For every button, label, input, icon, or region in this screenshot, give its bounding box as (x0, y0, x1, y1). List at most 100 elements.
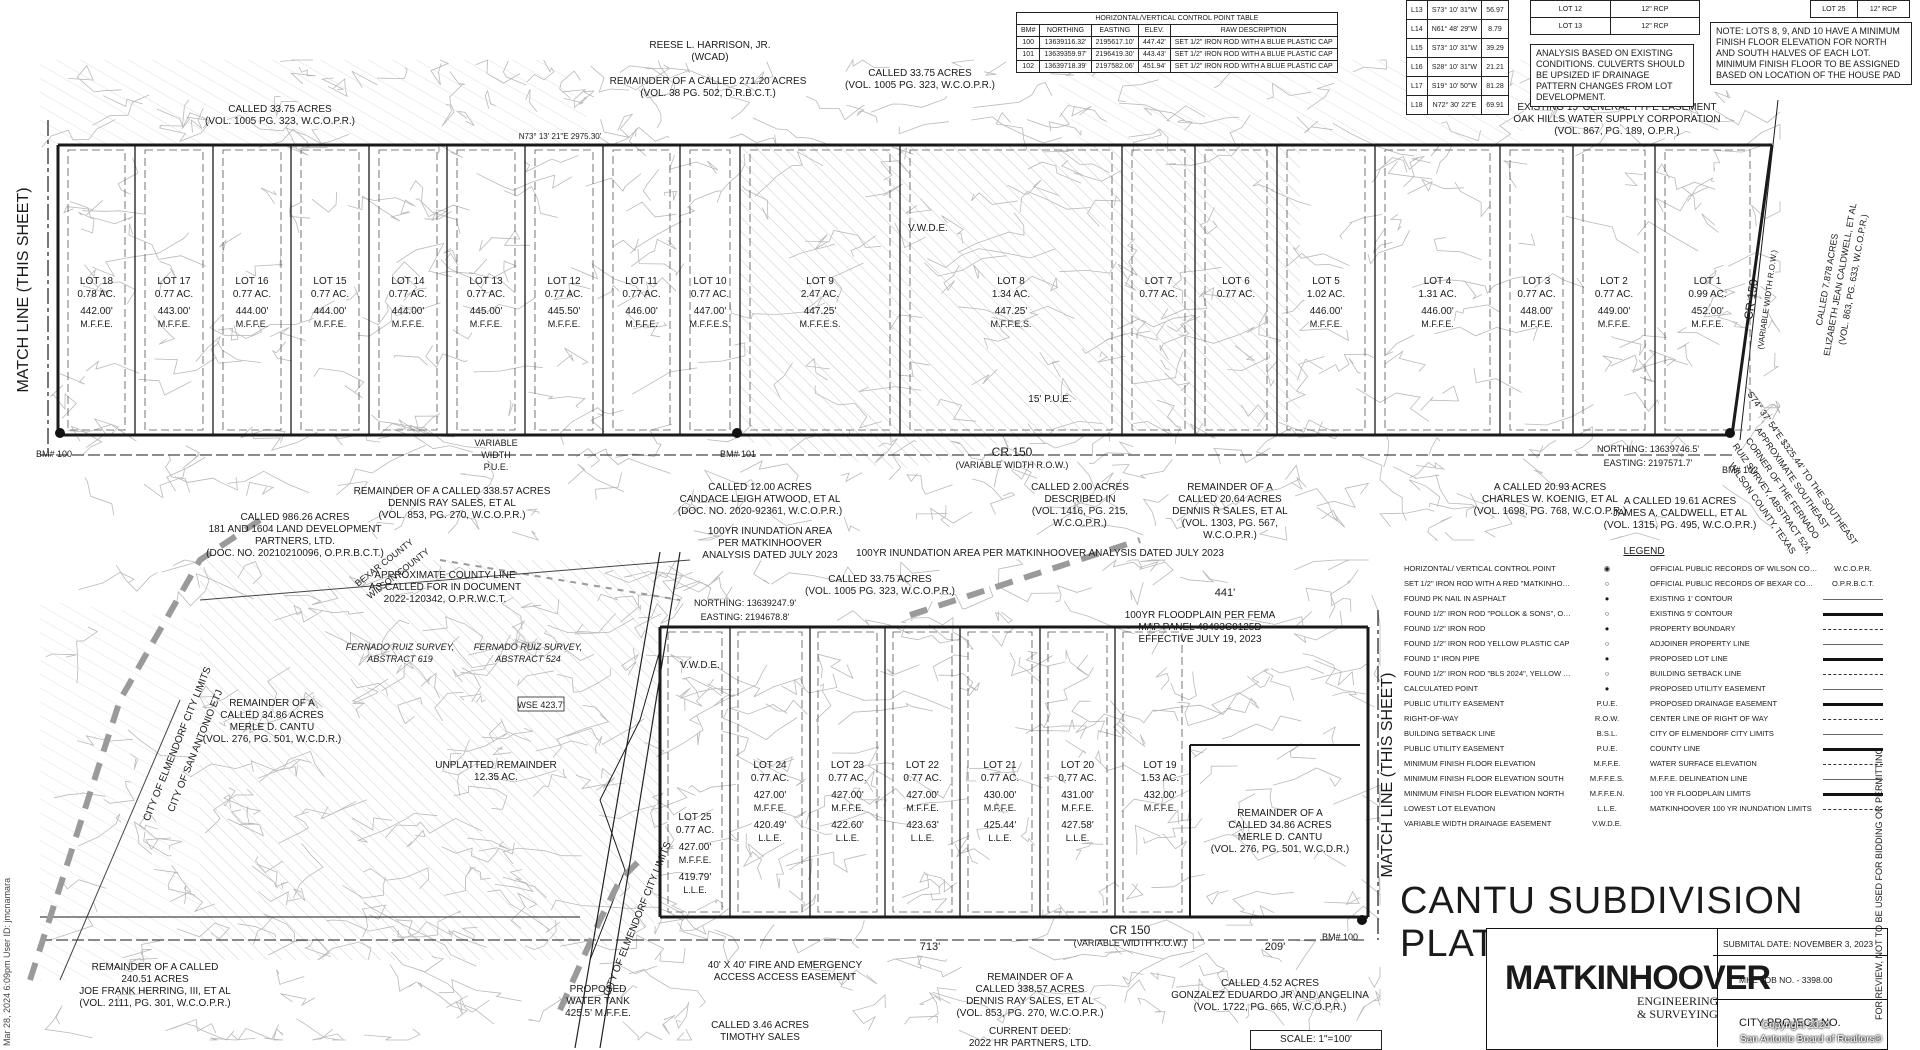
lot-acreage: 0.99 AC. (1688, 289, 1726, 300)
dennis-r-vol: (VOL. 1303, PG. 567, (1182, 518, 1278, 529)
contour-line (1638, 359, 1656, 383)
contour-line (947, 834, 978, 864)
contour-line (1610, 354, 1689, 374)
contour-line (1365, 817, 1381, 825)
table-cell: L17 (1406, 76, 1428, 96)
lot-lle-tag: L.L.E. (758, 833, 782, 843)
contour-line (217, 325, 239, 341)
contour-line (906, 473, 953, 495)
contour-line (264, 1028, 284, 1041)
contour-line (165, 1023, 235, 1041)
contour-line (384, 294, 441, 317)
contour-line (1444, 532, 1475, 541)
setback-line (612, 149, 671, 431)
contour-line (1130, 582, 1144, 606)
contour-line (745, 833, 785, 858)
inundation-3: ANALYSIS DATED JULY 2023 (702, 550, 838, 561)
contour-line (473, 365, 543, 373)
table-cell: 13639359.97' (1039, 48, 1092, 61)
contour-line (230, 1024, 279, 1041)
fire-easement-2: ACCESS ACCESS EASEMENT (714, 972, 856, 983)
lot-mffe-tag: M.F.F.E. (470, 319, 503, 329)
legend-symbol (1818, 774, 1888, 783)
contour-line (1332, 784, 1381, 805)
contour-line (1092, 431, 1111, 457)
contour-line (880, 664, 920, 677)
contour-line (83, 264, 99, 288)
contour-line (1392, 466, 1440, 479)
contour-line (116, 989, 149, 1008)
contour-line (665, 826, 675, 853)
lot-number: LOT 8 (997, 276, 1025, 287)
candace-doc: (DOC. NO. 2020-92361, W.C.O.P.R.) (678, 506, 842, 517)
legend-symbol: W.C.O.P.R. (1834, 564, 1872, 573)
contour-line (289, 201, 311, 219)
bm101-label: BM# 101 (720, 449, 756, 459)
contour-line (903, 798, 969, 809)
contour-line (1143, 817, 1203, 844)
remainder-2064b: CALLED 20.64 ACRES (1178, 494, 1282, 505)
legend-item-label: 100 YR FLOODPLAIN LIMITS (1650, 789, 1751, 798)
contour-line (138, 378, 192, 396)
contour-line (396, 242, 452, 278)
contour-line (1142, 493, 1169, 526)
table-cell: 8.79 (1481, 19, 1509, 39)
contour-line (50, 384, 77, 419)
legend-item-label: BUILDING SETBACK LINE (1650, 669, 1742, 678)
contour-line (1098, 881, 1120, 906)
legend-symbol (1818, 684, 1888, 693)
lot-mffe-value: 427.00' (754, 790, 787, 801)
legend-item-label: CENTER LINE OF RIGHT OF WAY (1650, 714, 1769, 723)
candace-label: CANDACE LEIGH ATWOOD, ET AL (680, 494, 841, 505)
legend-symbol: V.W.D.E. (1592, 819, 1622, 828)
contour-line (508, 400, 514, 417)
table-cell: 102 (1015, 60, 1041, 73)
contour-line (743, 61, 774, 92)
county-line-3: 2022-120342, O.P.R.W.C.T. (384, 594, 507, 605)
contour-line (1640, 515, 1666, 528)
contour-line (446, 995, 495, 1025)
legend-item: FOUND 1/2" IRON ROD "BLS 2024", YELLOW P… (1404, 666, 1642, 681)
table-cell: SET 1/2" IRON ROD WITH A BLUE PLASTIC CA… (1169, 48, 1338, 61)
sidebar-stamp: Mar 28, 2024 6:09pm User ID: jmcnamara (2, 877, 12, 1046)
contour-line (1631, 349, 1677, 371)
contour-line (1127, 622, 1169, 655)
legend-item-label: OFFICIAL PUBLIC RECORDS OF WILSON COUNTY… (1650, 564, 1818, 573)
contour-line (1744, 123, 1781, 147)
table-cell: 56.97 (1481, 0, 1509, 20)
legend-item-label: OFFICIAL PUBLIC RECORDS OF BEXAR COUNTY,… (1650, 579, 1818, 588)
contour-line (251, 431, 318, 452)
contour-line (672, 489, 699, 516)
rem-3486-right-d: (VOL. 276, PG. 501, W.C.D.R.) (1211, 844, 1349, 855)
contour-line (1124, 979, 1146, 1003)
contour-line (1518, 233, 1536, 246)
legend-symbol: M.F.F.E. (1593, 759, 1621, 768)
legend-item: CITY OF ELMENDORF CITY LIMITS (1650, 726, 1888, 741)
lot-number: LOT 2 (1600, 276, 1628, 287)
contour-line (159, 260, 177, 279)
contour-line (1713, 143, 1770, 172)
legend-right-column: OFFICIAL PUBLIC RECORDS OF WILSON COUNTY… (1650, 561, 1888, 831)
contour-line (90, 281, 137, 305)
contour-line (1409, 461, 1446, 479)
contour-line (1347, 905, 1380, 932)
contour-line (590, 413, 605, 433)
table-cell: S19° 10' 50"W (1426, 76, 1483, 96)
contour-line (1760, 285, 1781, 333)
legend-item-label: PROPOSED LOT LINE (1650, 654, 1728, 663)
contour-line (776, 848, 799, 889)
pue-15: 15' P.U.E. (1028, 394, 1071, 405)
contour-line (1655, 163, 1716, 190)
lot-lle-value: 422.60' (831, 820, 864, 831)
contour-line (1045, 435, 1084, 449)
inundation-1: 100YR INUNDATION AREA (708, 526, 833, 537)
setback-line (1384, 149, 1491, 431)
setback-line (1664, 149, 1751, 431)
wse-text: WSE 423.7' (517, 700, 565, 710)
lot-acreage: 0.77 AC. (676, 825, 714, 836)
cr150-bottom-row: (VARIABLE WIDTH R.O.W.) (1074, 938, 1187, 948)
contour-line (599, 985, 638, 1000)
